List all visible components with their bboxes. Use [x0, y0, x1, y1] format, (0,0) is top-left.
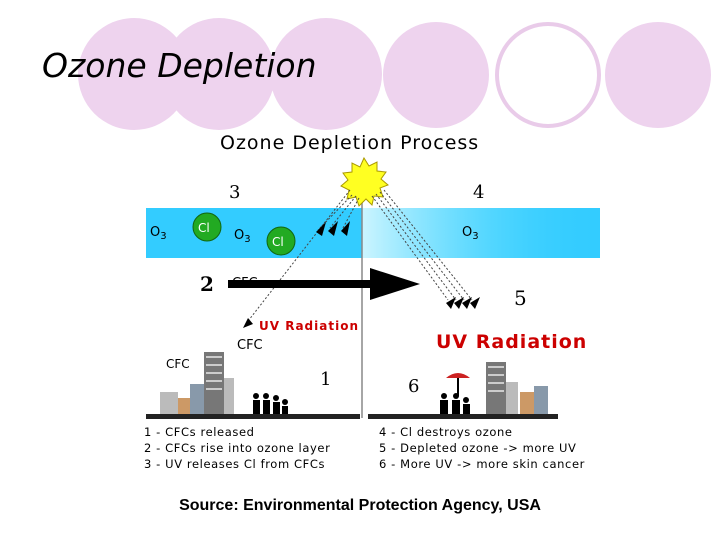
source-caption: Source: Environmental Protection Agency,…	[179, 497, 541, 514]
uv-rays-left	[244, 189, 360, 326]
ground-left	[146, 352, 360, 419]
legend-item-5: 5 - Depleted ozone -> more UV	[379, 441, 577, 455]
tall-building-icon	[204, 352, 224, 414]
svg-text:Cl: Cl	[272, 235, 284, 249]
legend-item-3: 3 - UV releases Cl from CFCs	[144, 457, 325, 471]
legend-item-1: 1 - CFCs released	[144, 425, 255, 439]
step-number-2: 2	[200, 272, 214, 296]
tall-building-icon	[486, 362, 506, 414]
uv-radiation-label-small: UV Radiation	[259, 319, 359, 333]
legend-item-6: 6 - More UV -> more skin cancer	[379, 457, 585, 471]
step-number-4: 4	[473, 182, 484, 203]
svg-text:Cl: Cl	[198, 221, 210, 235]
legend-item-4: 4 - Cl destroys ozone	[379, 425, 513, 439]
ozone-layer	[146, 208, 362, 258]
chlorine-atom: Cl	[266, 226, 296, 256]
people-umbrella-icon	[440, 373, 470, 414]
step-number-1: 1	[320, 369, 331, 390]
uv-radiation-label-large: UV Radiation	[436, 331, 587, 353]
slide-title: Ozone Depletion	[42, 46, 317, 85]
uv-rays-right	[371, 189, 473, 301]
decorative-ring	[495, 22, 601, 128]
cfc-label-ground: CFC	[166, 357, 190, 371]
decorative-circle	[605, 22, 711, 128]
legend-item-2: 2 - CFCs rise into ozone layer	[144, 441, 330, 455]
ozone-molecule: O3	[234, 228, 251, 245]
ground-right	[368, 362, 558, 419]
step-number-6: 6	[408, 376, 419, 397]
decorative-circle	[163, 18, 275, 130]
uv-arrowheads-left	[243, 221, 350, 328]
chlorine-atom: Cl	[192, 212, 222, 242]
step-number-3: 3	[229, 182, 240, 203]
diagram-title: Ozone Depletion Process	[220, 132, 479, 154]
cfc-label-middle: CFC	[237, 338, 263, 353]
flow-arrow	[228, 268, 420, 300]
people-icon	[253, 393, 288, 414]
decorative-circle	[270, 18, 382, 130]
ozone-layer-fade	[362, 208, 600, 258]
ozone-molecule: O3	[150, 225, 167, 242]
step-number-5: 5	[514, 286, 527, 310]
uv-arrowheads-right	[446, 297, 480, 309]
ozone-molecule: O3	[462, 225, 479, 242]
decorative-circle	[383, 22, 489, 128]
